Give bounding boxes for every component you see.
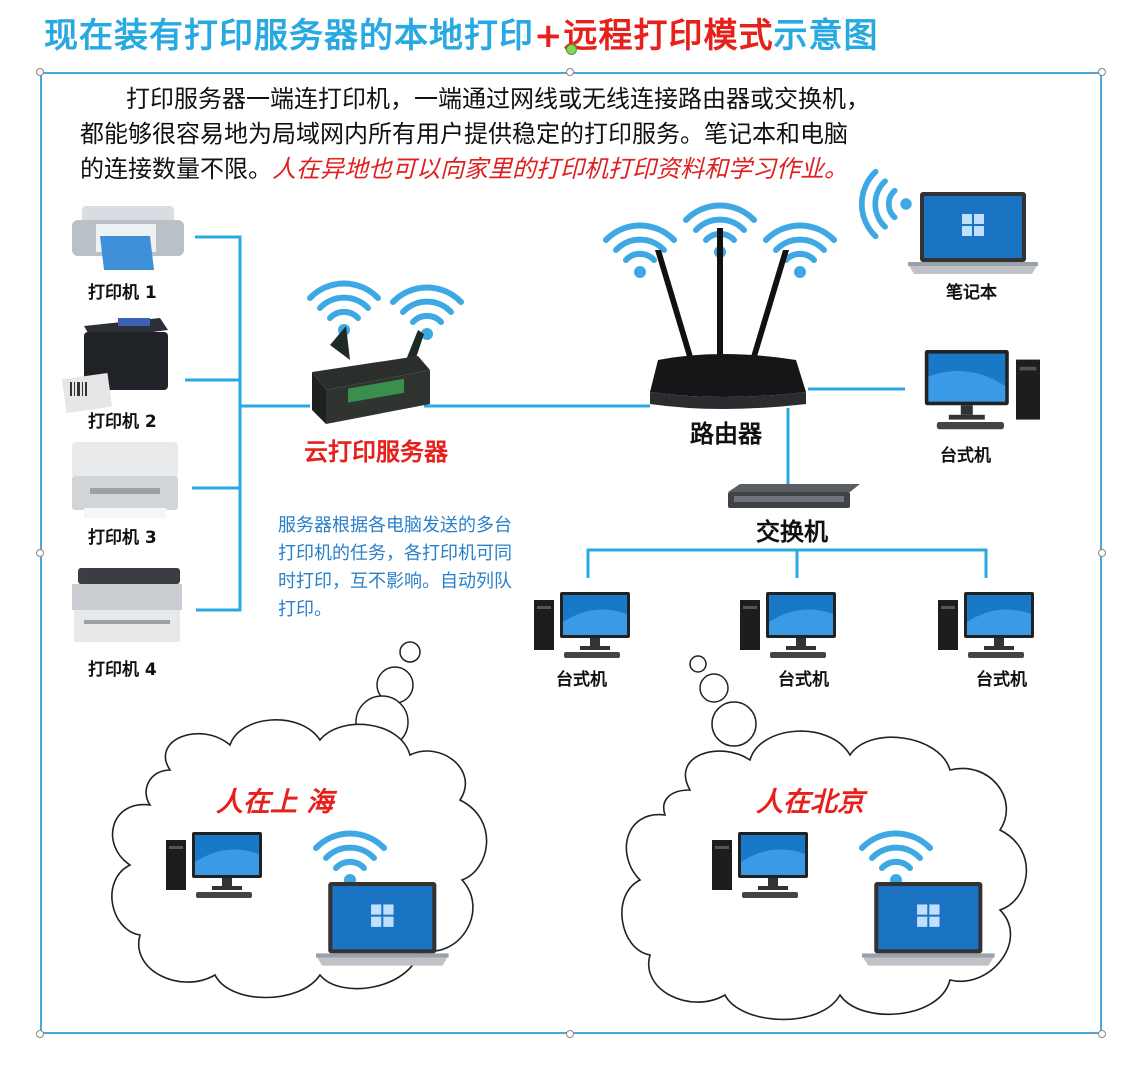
printer-1-icon: [72, 206, 184, 270]
printer-4-label: 打印机 4: [88, 660, 157, 680]
desktop-3-label: 台式机: [976, 670, 1027, 690]
resize-handle[interactable]: [36, 68, 44, 76]
switch-label: 交换机: [756, 518, 828, 546]
printer-2-label: 打印机 2: [88, 412, 157, 432]
switch-icon: [728, 484, 860, 508]
title-part-1: 现在装有打印服务器的本地打印: [44, 16, 534, 56]
city-beijing-label: 人在北京: [756, 787, 864, 818]
desktop-1-label: 台式机: [556, 670, 607, 690]
shanghai-laptop-icon: [316, 882, 449, 966]
intro-paragraph: 打印服务器一端连打印机，一端通过网线或无线连接路由器或交换机， 都能够很容易地为…: [80, 82, 1020, 187]
desktop-router-label: 台式机: [940, 446, 991, 466]
resize-handle[interactable]: [1098, 68, 1106, 76]
notebook-label: 笔记本: [946, 283, 997, 303]
printer-2-icon: [61, 318, 168, 414]
router-icon: [606, 205, 834, 409]
printer-3-label: 打印机 3: [88, 528, 157, 548]
intro-line-2: 都能够很容易地为局域网内所有用户提供稳定的打印服务。笔记本和电脑: [80, 120, 848, 148]
printer-1-label: 打印机 1: [88, 283, 157, 303]
resize-handle[interactable]: [566, 68, 574, 76]
intro-line-3: 的连接数量不限。: [80, 155, 272, 183]
page-title: 现在装有打印服务器的本地打印+远程打印模式示意图: [44, 8, 879, 57]
server-label: 云打印服务器: [304, 438, 448, 466]
desktop-1-icon: [534, 592, 630, 658]
beijing-laptop-icon: [862, 882, 995, 966]
notebook-icon: [862, 172, 1038, 274]
router-label: 路由器: [690, 420, 762, 448]
connection-lines: [185, 235, 988, 612]
resize-handle[interactable]: [1098, 1030, 1106, 1038]
printer-3-icon: [72, 442, 178, 518]
thought-bubbles: [355, 641, 757, 749]
resize-handle[interactable]: [36, 1030, 44, 1038]
resize-handle[interactable]: [1098, 549, 1106, 557]
intro-highlight: 人在异地也可以向家里的打印机打印资料和学习作业。: [272, 155, 848, 183]
server-note: 服务器根据各电脑发送的多台打印机的任务，各打印机可同时打印，互不影响。自动列队打…: [278, 515, 512, 620]
intro-line-1: 打印服务器一端连打印机，一端通过网线或无线连接路由器或交换机，: [126, 85, 870, 113]
title-part-3: 示意图: [773, 16, 879, 56]
desktop-3-icon: [938, 592, 1034, 658]
desktop-2-label: 台式机: [778, 670, 829, 690]
city-shanghai-label: 人在上 海: [216, 787, 334, 818]
rotate-handle[interactable]: [566, 44, 577, 55]
printer-4-icon: [72, 568, 182, 642]
cloud-beijing: [621, 730, 1028, 1021]
print-server-icon: [310, 283, 461, 424]
resize-handle[interactable]: [566, 1030, 574, 1038]
desktop-router-icon: [924, 350, 1040, 430]
resize-handle[interactable]: [36, 549, 44, 557]
desktop-2-icon: [740, 592, 836, 658]
